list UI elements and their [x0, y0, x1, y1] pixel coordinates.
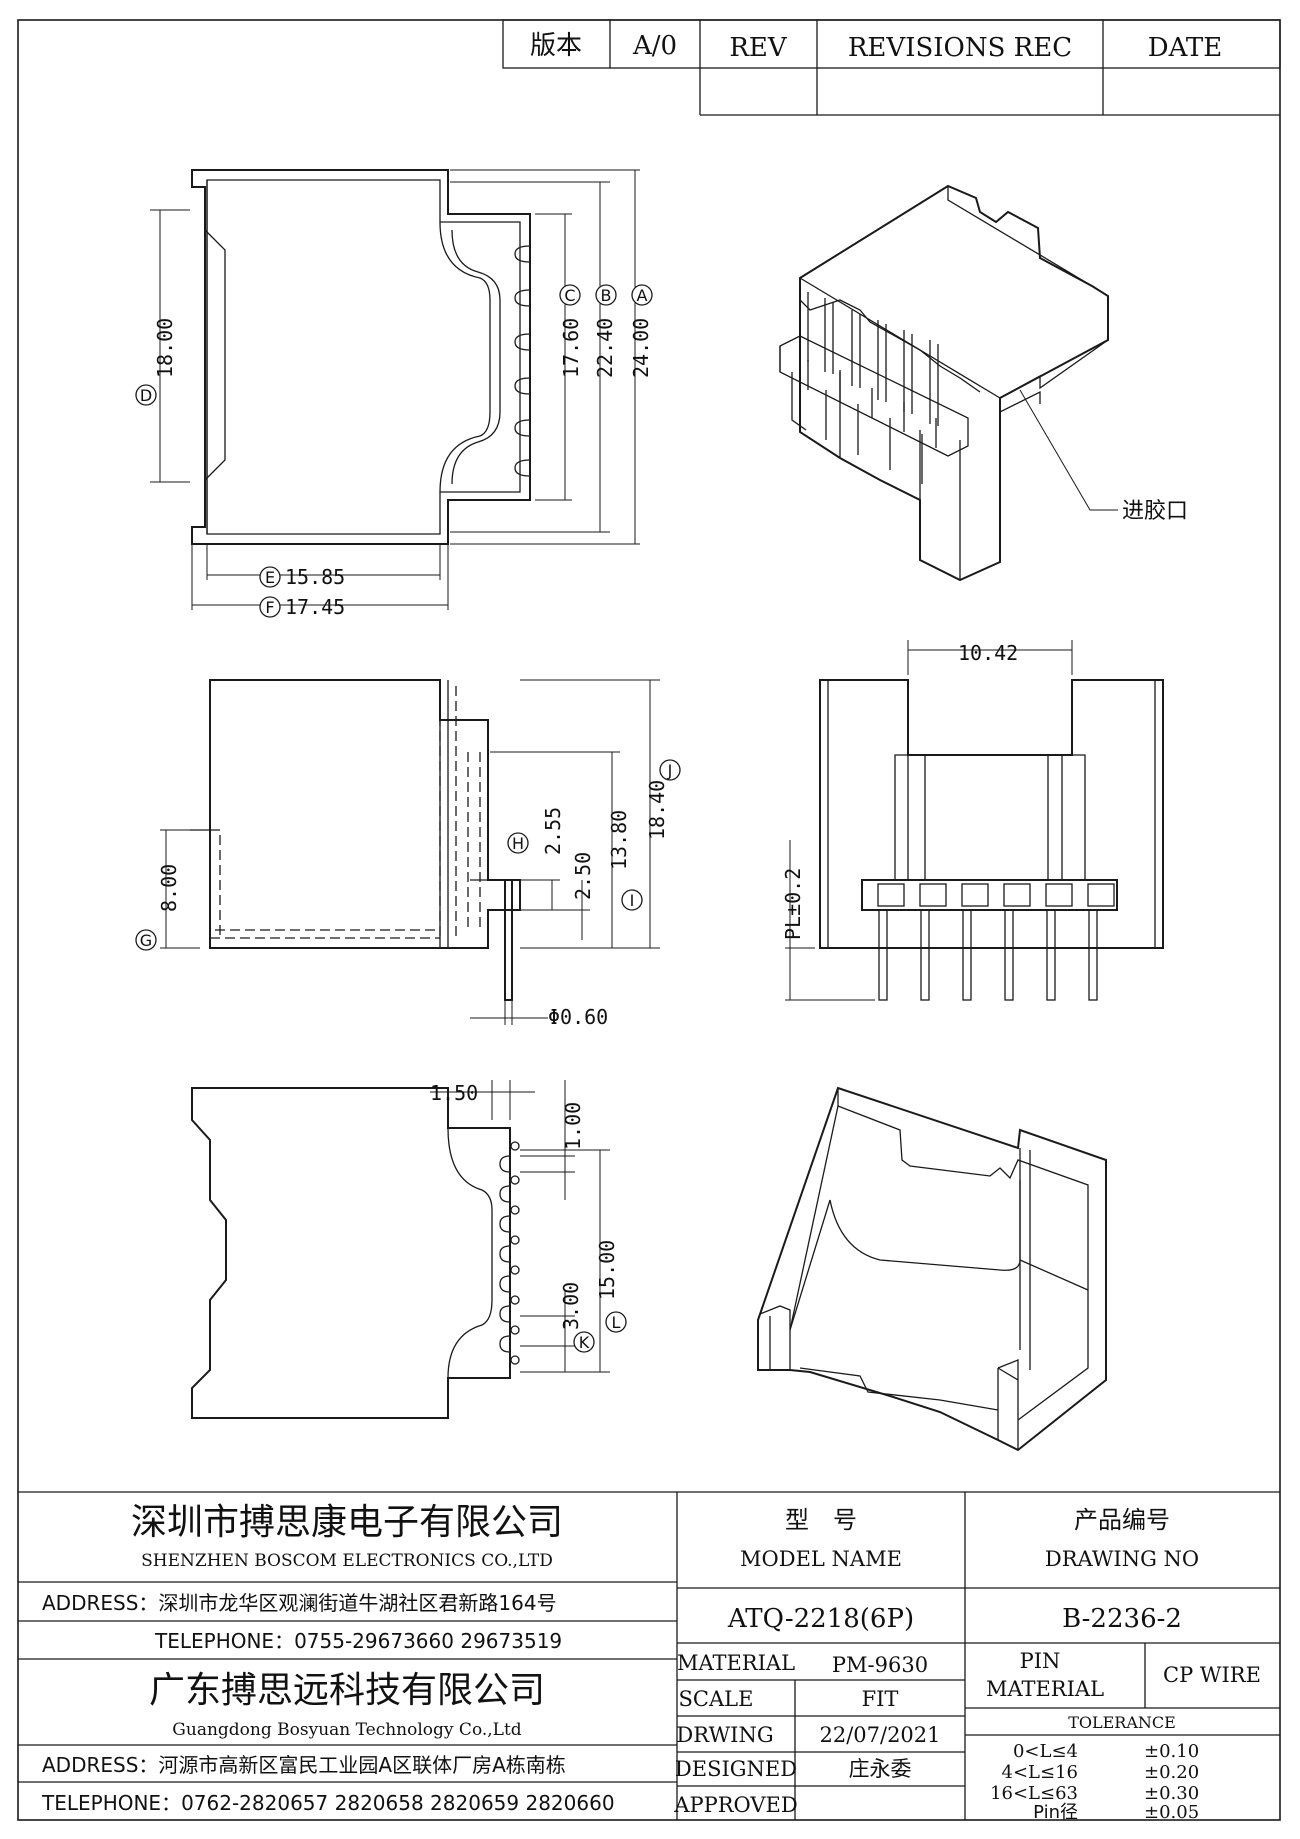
dim-g-value: 8.00 [157, 864, 181, 912]
circle-label-j: J [659, 759, 681, 781]
dim-k-value: 3.00 [559, 1282, 583, 1330]
version-value: A/0 [632, 31, 677, 61]
dim-a-value: 24.00 [629, 318, 653, 378]
model-label-en: MODEL NAME [740, 1547, 902, 1571]
svg-text:H: H [512, 834, 524, 853]
circle-label-h: H [507, 832, 529, 854]
top-view: 17.60 22.40 24.00 18.00 15.85 17.45 C B … [135, 169, 653, 619]
material-label: MATERIAL [677, 1651, 795, 1675]
circle-label-g: G [135, 929, 157, 951]
circle-label-e: E [259, 566, 281, 588]
title-block: 深圳市搏思康电子有限公司 SHENZHEN BOSCOM ELECTRONICS… [18, 1491, 1280, 1823]
svg-text:E: E [265, 568, 275, 587]
svg-text:A: A [637, 286, 648, 305]
tolerance-row-3-value: ±0.30 [1144, 1783, 1199, 1804]
company-name-en: SHENZHEN BOSCOM ELECTRONICS CO.,LTD [141, 1551, 553, 1571]
dim-pin-diameter-value: Φ0.60 [548, 1005, 608, 1029]
version-label: 版本 [530, 31, 582, 61]
pin-material-label-2: MATERIAL [986, 1677, 1104, 1701]
drawing-date-value: 22/07/2021 [819, 1723, 940, 1747]
dim-i-value: 13.80 [607, 810, 631, 870]
company-address: ADDRESS：深圳市龙华区观澜街道牛湖社区君新路164号 [42, 1591, 557, 1615]
rev-header: REV [729, 33, 788, 63]
model-label-cn: 型 号 [785, 1506, 857, 1534]
front-view-pin-slots [877, 883, 1115, 907]
side-view: 18.40 13.80 2.55 2.50 8.00 Φ0.60 J I H G [135, 679, 681, 1029]
dim-j-value: 18.40 [645, 780, 669, 840]
drawing-label-cn: 产品编号 [1074, 1506, 1170, 1534]
tolerance-row-1-range: 0<L≤4 [1013, 1741, 1078, 1762]
tolerance-row-4-range: Pin径 [1033, 1802, 1078, 1823]
material-value: PM-9630 [832, 1653, 928, 1677]
svg-text:I: I [630, 891, 635, 910]
svg-text:G: G [140, 931, 152, 950]
tolerance-label: TOLERANCE [1068, 1713, 1176, 1732]
tolerance-row-4-value: ±0.05 [1144, 1802, 1199, 1823]
dim-h-value: 2.55 [541, 807, 565, 855]
dim-b-value: 22.40 [593, 318, 617, 378]
company-telephone: TELEPHONE：0755-29673660 29673519 [154, 1629, 562, 1653]
drawing-label-en: DRAWING NO [1045, 1547, 1199, 1571]
designed-label: DESIGNED [675, 1757, 797, 1781]
circle-label-c: C [559, 284, 581, 306]
dim-c-value: 17.60 [559, 318, 583, 378]
approved-label: APPROVED [673, 1793, 797, 1817]
company2-address: ADDRESS：河源市高新区富民工业园A区联体厂房A栋南栋 [42, 1753, 566, 1777]
svg-text:B: B [601, 286, 612, 305]
dim-l-value: 15.00 [595, 1240, 619, 1300]
top-view-pin-slots [514, 245, 531, 477]
dim-pin-row-width-value: 10.42 [958, 641, 1018, 665]
svg-text:J: J [667, 761, 673, 780]
pin-material-value: CP WIRE [1163, 1663, 1261, 1687]
company2-name-cn: 广东搏思远科技有限公司 [149, 1670, 545, 1711]
dim-f-value: 17.45 [285, 595, 345, 619]
svg-text:D: D [140, 386, 152, 405]
bottom-view: 1.50 1.00 15.00 3.00 K L [191, 1080, 627, 1419]
isometric-view: 进胶口 [779, 184, 1188, 582]
circle-label-b: B [595, 284, 617, 306]
company2-name-en: Guangdong Bosyuan Technology Co.,Ltd [172, 1720, 522, 1740]
company-name-cn: 深圳市搏思康电子有限公司 [131, 1502, 563, 1543]
front-view: 10.42 PL±0.2 [781, 640, 1164, 1001]
svg-text:K: K [579, 1333, 590, 1352]
dim-slot-width-value: 1.00 [561, 1102, 585, 1150]
dim-pin-gap-value: 2.50 [571, 852, 595, 900]
designed-value: 庄永委 [849, 1757, 912, 1781]
isometric-pins [799, 288, 939, 426]
pin-material-label-1: PIN [1020, 1649, 1061, 1673]
tolerance-row-3-range: 16<L≤63 [990, 1783, 1078, 1804]
company2-telephone: TELEPHONE：0762-2820657 2820658 2820659 2… [41, 1791, 615, 1815]
dim-e-value: 15.85 [285, 565, 345, 589]
revisions-header: REVISIONS REC [848, 33, 1072, 63]
scale-label: SCALE [679, 1687, 754, 1711]
tolerance-row-2-value: ±0.20 [1144, 1762, 1199, 1783]
drawing-value: B-2236-2 [1062, 1604, 1182, 1634]
circle-label-l: L [605, 1311, 627, 1333]
scale-value: FIT [862, 1687, 899, 1711]
model-value: ATQ-2218(6P) [727, 1604, 914, 1634]
revision-block: 版本 A/0 REV REVISIONS REC DATE [502, 19, 1281, 116]
svg-text:F: F [265, 598, 274, 617]
circle-label-a: A [631, 284, 653, 306]
circle-label-i: I [621, 889, 643, 911]
circle-label-d: D [135, 384, 157, 406]
dim-pin-length-value: PL±0.2 [781, 868, 805, 940]
circle-label-f: F [259, 596, 281, 618]
circle-label-k: K [573, 1331, 595, 1353]
tolerance-row-1-value: ±0.10 [1144, 1741, 1199, 1762]
front-view-pins [878, 909, 1098, 1001]
bottom-view-pin-slots [499, 1155, 511, 1353]
isometric-bottom-view [757, 1086, 1107, 1452]
date-header: DATE [1148, 33, 1223, 63]
svg-text:L: L [612, 1313, 621, 1332]
gate-label: 进胶口 [1122, 499, 1188, 524]
dim-flange-width-value: 1.50 [430, 1081, 478, 1105]
tolerance-row-2-range: 4<L≤16 [1002, 1762, 1078, 1783]
bottom-view-pin-holes [510, 1141, 520, 1365]
drawing-date-label: DRWING [676, 1723, 773, 1747]
svg-text:C: C [564, 286, 575, 305]
dim-d-value: 18.00 [153, 318, 177, 378]
